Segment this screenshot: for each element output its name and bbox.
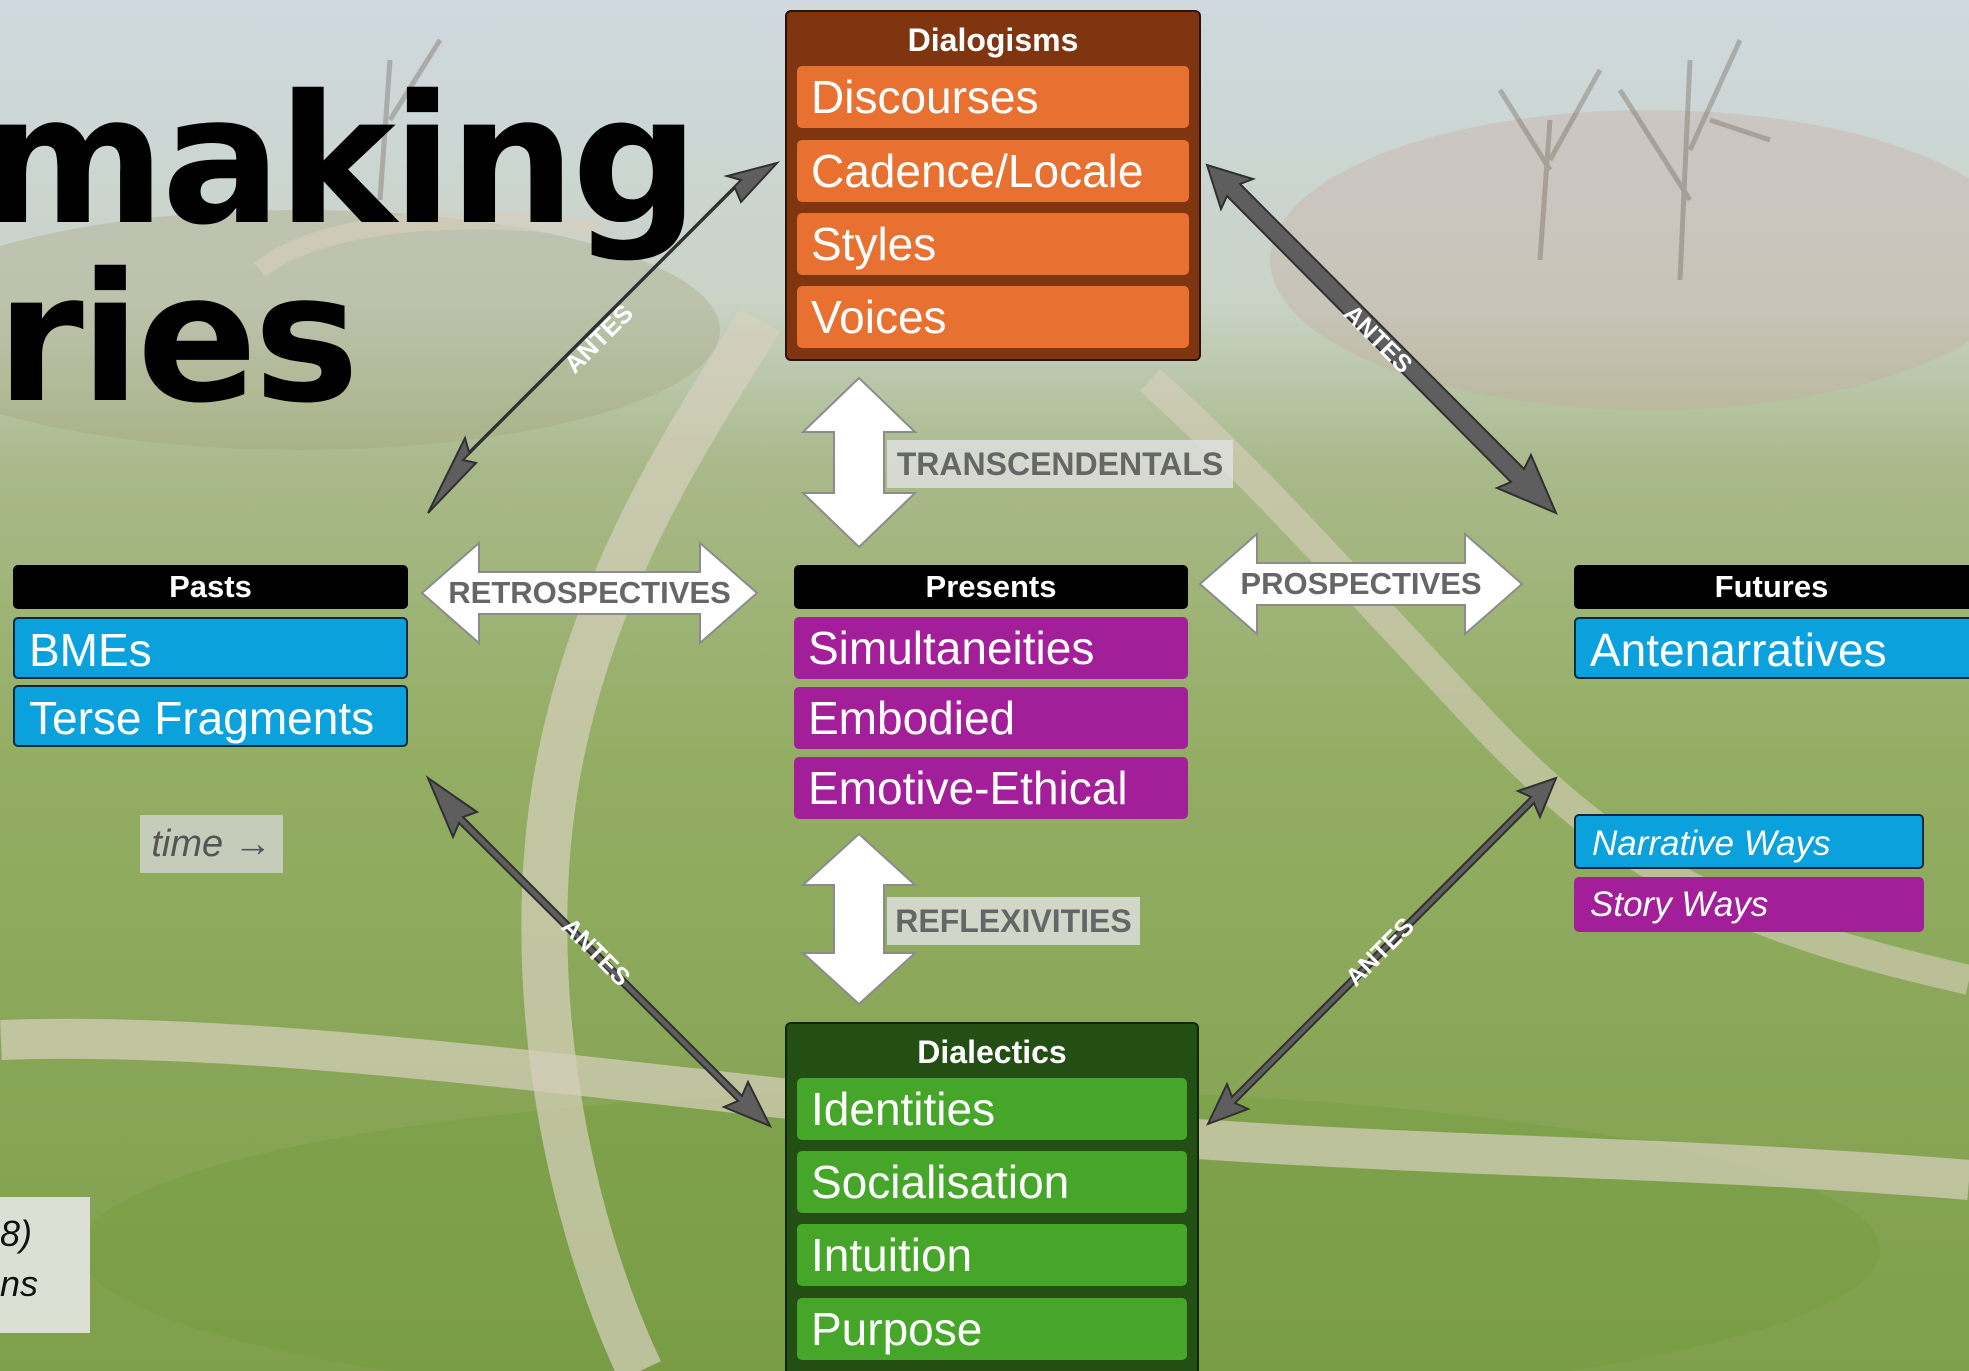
futures-item-antenarratives: Antenarratives xyxy=(1574,617,1969,679)
reflexivities-label: REFLEXIVITIES xyxy=(887,897,1140,945)
dialogisms-item-styles: Styles xyxy=(797,213,1189,275)
citation-line-2: ns xyxy=(0,1263,39,1304)
dialectics-item-socialisation: Socialisation xyxy=(797,1151,1187,1213)
prospectives-arrow xyxy=(1198,531,1524,637)
transcendentals-label: TRANSCENDENTALS xyxy=(887,440,1233,488)
reflexivities-arrow xyxy=(800,832,918,1006)
transcendentals-arrow xyxy=(800,376,918,549)
dialogisms-item-cadence-locale: Cadence/Locale xyxy=(797,140,1189,202)
dialogisms-item-discourses: Discourses xyxy=(797,66,1189,128)
dialectics-box: Dialectics Identities Socialisation Intu… xyxy=(785,1022,1199,1371)
pasts-item-terse-fragments: Terse Fragments xyxy=(13,685,408,747)
retrospectives-label: RETROSPECTIVES xyxy=(448,575,731,610)
antes-arrow-top-left xyxy=(427,161,781,514)
pasts-item-bmes: BMEs xyxy=(13,617,408,679)
antes-arrow-bottom-left xyxy=(425,775,773,1128)
dialogisms-box: Dialogisms Discourses Cadence/Locale Sty… xyxy=(785,10,1201,361)
time-label: time → xyxy=(140,815,283,873)
dialectics-item-identities: Identities xyxy=(797,1078,1187,1140)
presents-item-embodied: Embodied xyxy=(794,687,1188,749)
presents-item-simultaneities: Simultaneities xyxy=(794,617,1188,679)
dialectics-header: Dialectics xyxy=(917,1034,1067,1070)
dialogisms-header: Dialogisms xyxy=(907,22,1079,58)
dialectics-item-intuition: Intuition xyxy=(797,1224,1187,1286)
legend-story-ways: Story Ways xyxy=(1574,877,1924,932)
citation-box: 8) ns xyxy=(0,1197,90,1333)
dialogisms-item-voices: Voices xyxy=(797,286,1189,348)
presents-header: Presents xyxy=(794,565,1188,609)
slide-title-line-2: ries xyxy=(0,235,359,442)
presents-item-emotive-ethical: Emotive-Ethical xyxy=(794,757,1188,819)
dialectics-item-purpose: Purpose xyxy=(797,1298,1187,1360)
retrospectives-arrow xyxy=(420,540,759,646)
pasts-header: Pasts xyxy=(13,565,408,609)
citation-line-1: 8) xyxy=(0,1213,33,1254)
prospectives-label: PROSPECTIVES xyxy=(1240,566,1482,601)
futures-header: Futures xyxy=(1574,565,1969,609)
slide-title-line-1: making xyxy=(0,57,699,264)
antes-arrow-top-right xyxy=(1205,163,1558,515)
antes-arrow-bottom-right xyxy=(1206,776,1558,1126)
legend-narrative-ways: Narrative Ways xyxy=(1574,814,1924,869)
